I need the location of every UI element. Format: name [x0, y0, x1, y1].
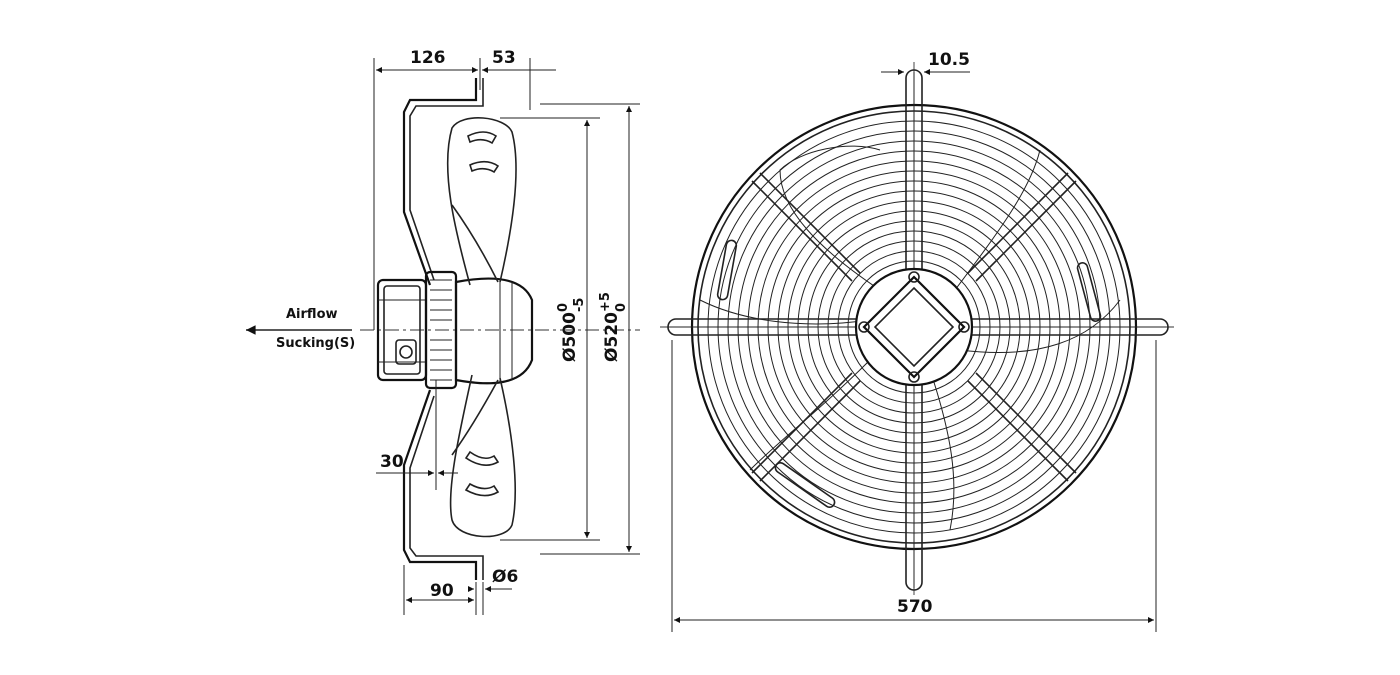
airflow-label: Airflow — [286, 307, 338, 322]
mounting-bracket — [402, 78, 484, 580]
dim-500-label: Ø500 — [560, 312, 580, 362]
dim-500-tol-bottom: -5 — [572, 298, 587, 312]
dim-30: 30 — [376, 380, 458, 490]
side-view: 126 53 — [246, 48, 640, 615]
fan-blades-side — [446, 117, 517, 538]
dim-diameters: Ø500 0 -5 Ø520 +5 0 — [500, 103, 640, 555]
dim-top: 126 53 — [373, 48, 556, 330]
dim-570: 570 — [671, 340, 1157, 632]
dim-bottom: 90 Ø6 — [403, 565, 518, 615]
sucking-label: Sucking(S) — [276, 336, 355, 351]
dim-30-label: 30 — [380, 452, 404, 472]
motor-fins — [424, 270, 458, 390]
hub-cone — [454, 277, 534, 385]
dim-10-5: 10.5 — [881, 50, 970, 75]
motor — [376, 270, 534, 390]
hub-front — [854, 267, 974, 387]
dim-90-label: 90 — [430, 581, 454, 601]
dim-520-label: Ø520 — [602, 312, 622, 362]
front-view: 570 10.5 — [660, 50, 1175, 632]
airflow-indicator: Airflow Sucking(S) — [246, 307, 355, 351]
dim-520-tol-bottom: 0 — [614, 303, 629, 312]
dim-126-label: 126 — [410, 48, 446, 68]
dim-500-tol-top: 0 — [556, 303, 571, 312]
dim-570-label: 570 — [897, 597, 933, 617]
dim-520-tol-top: +5 — [598, 292, 613, 312]
dim-hole-label: Ø6 — [492, 567, 518, 587]
dim-10-5-label: 10.5 — [928, 50, 970, 70]
dim-53-label: 53 — [492, 48, 516, 68]
